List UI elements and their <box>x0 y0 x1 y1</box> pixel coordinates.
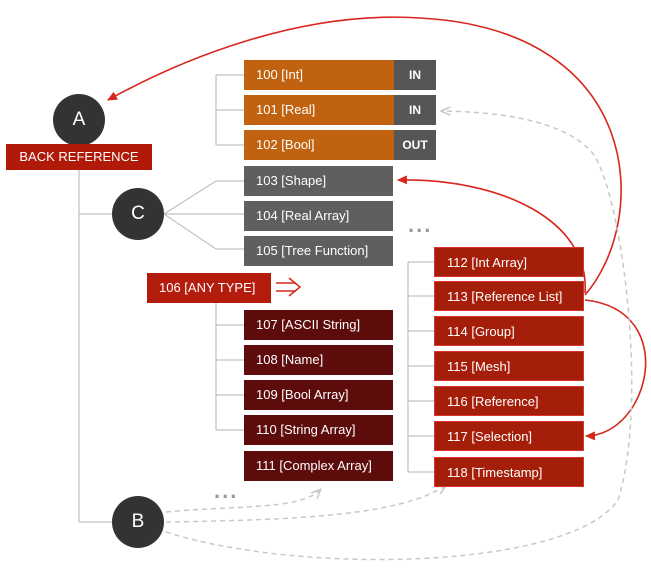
type-104: 104 [Real Array] <box>244 201 393 231</box>
type-110: 110 [String Array] <box>244 415 393 445</box>
type-116: 116 [Reference] <box>434 386 584 416</box>
type-117: 117 [Selection] <box>434 421 584 451</box>
type-108: 108 [Name] <box>244 345 393 375</box>
type-112: 112 [Int Array] <box>434 247 584 277</box>
type-102: 102 [Bool] <box>244 130 394 160</box>
arrow-b-to-dots <box>165 490 320 513</box>
arrow-b-to-101 <box>165 111 633 561</box>
dashed-arrows <box>165 111 633 561</box>
type-100: 100 [Int] <box>244 60 394 90</box>
tree-lines <box>78 74 434 523</box>
tag-in: IN <box>394 95 436 125</box>
type-107: 107 [ASCII String] <box>244 310 393 340</box>
tag-out: OUT <box>394 130 436 160</box>
ellipsis-right: ... <box>408 212 433 237</box>
ellipsis-bottom: ... <box>214 478 239 503</box>
type-101: 101 [Real] <box>244 95 394 125</box>
node-a: A <box>53 94 105 146</box>
node-c: C <box>112 188 164 240</box>
type-115: 115 [Mesh] <box>434 351 584 381</box>
double-arrow-icon <box>276 277 302 297</box>
type-106-any: 106 [ANY TYPE] <box>147 273 271 303</box>
type-111: 111 [Complex Array] <box>244 451 393 481</box>
type-109: 109 [Bool Array] <box>244 380 393 410</box>
type-105: 105 [Tree Function] <box>244 236 393 266</box>
type-113: 113 [Reference List] <box>434 281 584 311</box>
type-114: 114 [Group] <box>434 316 584 346</box>
arrow-b-to-118 <box>165 486 445 523</box>
type-118: 118 [Timestamp] <box>434 457 584 487</box>
type-103: 103 [Shape] <box>244 166 393 196</box>
arrow-to-a <box>107 16 622 296</box>
tag-in: IN <box>394 60 436 90</box>
arrow-to-117 <box>584 299 647 441</box>
back-reference-label: BACK REFERENCE <box>6 144 152 170</box>
node-b: B <box>112 496 164 548</box>
